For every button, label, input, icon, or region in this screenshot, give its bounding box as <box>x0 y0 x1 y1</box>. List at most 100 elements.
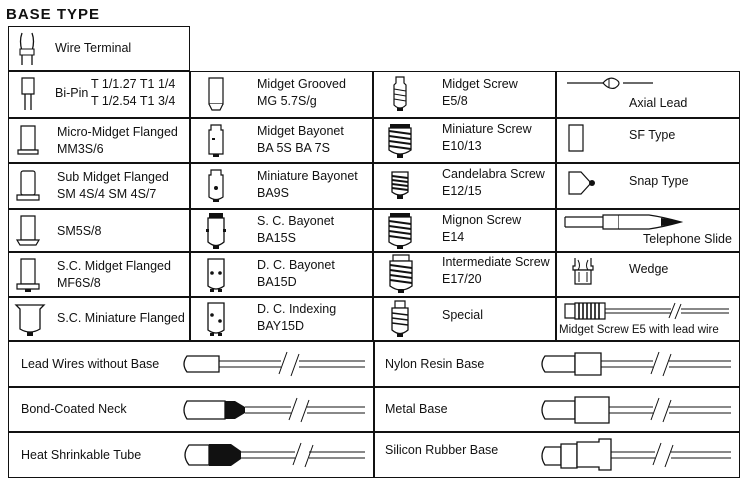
cell-nylon-resin-base: Nylon Resin Base <box>374 341 740 387</box>
label-code: MG 5.7S/g <box>257 94 317 108</box>
label-name: D. C. Bayonet <box>257 258 335 272</box>
cell-bi-pin: Bi-Pin T 1/1.27 T1 1/4 T 1/2.54 T1 3/4 <box>8 71 190 118</box>
cell-micro-midget-flanged: Micro-Midget Flanged MM3S/6 <box>8 118 190 163</box>
label: SF Type <box>629 128 676 142</box>
snap-type-icon <box>567 170 595 200</box>
cell-wire-terminal: Wire Terminal <box>8 26 190 71</box>
cell-special: Special <box>373 297 556 341</box>
label-code: E14 <box>442 230 465 244</box>
cell-sc-midget-flanged: S.C. Midget Flanged MF6S/8 <box>8 252 190 297</box>
intermediate-screw-icon <box>384 254 418 293</box>
label: Wedge <box>629 262 669 276</box>
label-name: Midget Bayonet <box>257 124 344 138</box>
special-base-icon <box>386 300 414 337</box>
cell-candelabra-screw: Candelabra Screw E12/15 <box>373 163 556 209</box>
label-name: D. C. Indexing <box>257 302 337 316</box>
label-code: BA15S <box>257 231 296 245</box>
wire-terminal-icon <box>13 31 43 67</box>
cell-sm5s8: SM5S/8 <box>8 209 190 252</box>
cell-midget-screw: Midget Screw E5/8 <box>373 71 556 118</box>
cell-sc-bayonet: S. C. Bayonet BA15S <box>190 209 373 252</box>
micro-midget-flanged-icon <box>13 123 43 159</box>
lead-wires-without-base-icon <box>181 350 365 380</box>
label: Midget Screw E5 with lead wire <box>559 324 719 336</box>
label-name: Midget Screw <box>442 77 518 91</box>
midget-screw-lead-wire-icon <box>563 301 729 323</box>
label-name: Micro-Midget Flanged <box>57 125 178 139</box>
axial-lead-icon <box>565 74 655 94</box>
cell-midget-bayonet: Midget Bayonet BA 5S BA 7S <box>190 118 373 163</box>
cell-dc-indexing: D. C. Indexing BAY15D <box>190 297 373 341</box>
label-name: Candelabra Screw <box>442 167 545 181</box>
dc-indexing-icon <box>201 300 231 336</box>
midget-grooved-icon <box>203 76 229 114</box>
cell-miniature-bayonet: Miniature Bayonet BA9S <box>190 163 373 209</box>
cell-midget-grooved: Midget Grooved MG 5.7S/g <box>190 71 373 118</box>
cell-intermediate-screw: Intermediate Screw E17/20 <box>373 252 556 297</box>
dc-bayonet-icon <box>201 256 231 292</box>
midget-bayonet-icon <box>203 122 229 157</box>
midget-screw-icon <box>386 75 414 111</box>
candelabra-screw-icon <box>386 170 414 199</box>
label-name: Bi-Pin <box>55 86 89 100</box>
cell-silicon-rubber-base: Silicon Rubber Base <box>374 432 740 478</box>
label-name: Mignon Screw <box>442 213 522 227</box>
cell-sc-miniature-flanged: S.C. Miniature Flanged <box>8 297 190 341</box>
label-name: Miniature Bayonet <box>257 169 358 183</box>
cell-telephone-slide: Telephone Slide <box>556 209 740 252</box>
cell-axial-lead: Axial Lead <box>556 71 740 118</box>
cell-mignon-screw: Mignon Screw E14 <box>373 209 556 252</box>
label-code: BA 5S BA 7S <box>257 141 330 155</box>
sub-midget-flanged-icon <box>13 168 43 204</box>
metal-base-icon <box>535 394 731 426</box>
label: Special <box>442 308 483 322</box>
mignon-screw-icon <box>384 213 416 249</box>
heading: BASE TYPE <box>6 6 101 23</box>
cell-snap-type: Snap Type <box>556 163 740 209</box>
cell-lead-wires-without-base: Lead Wires without Base <box>8 341 374 387</box>
nylon-resin-base-icon <box>535 350 731 380</box>
cell-heat-shrinkable-tube: Heat Shrinkable Tube <box>8 432 374 478</box>
cell-miniature-screw: Miniature Screw E10/13 <box>373 118 556 163</box>
cell-sf-type: SF Type <box>556 118 740 163</box>
sc-miniature-flanged-icon <box>13 301 47 336</box>
bi-pin-base-icon <box>13 76 43 110</box>
label: Wire Terminal <box>55 41 132 55</box>
label-code: BA15D <box>257 275 297 289</box>
sm5s8-base-icon <box>13 213 43 249</box>
label: Nylon Resin Base <box>385 357 485 371</box>
label-name: Miniature Screw <box>442 122 532 136</box>
cell-bond-coated-neck: Bond-Coated Neck <box>8 387 374 432</box>
label-code: SM 4S/4 SM 4S/7 <box>57 187 157 201</box>
wedge-base-icon <box>569 256 597 292</box>
label-code: E12/15 <box>442 184 482 198</box>
label-code: MM3S/6 <box>57 142 104 156</box>
label-name: Sub Midget Flanged <box>57 170 169 184</box>
cell-sub-midget-flanged: Sub Midget Flanged SM 4S/4 SM 4S/7 <box>8 163 190 209</box>
label: Metal Base <box>385 402 448 416</box>
label-code: BA9S <box>257 186 289 200</box>
label: Silicon Rubber Base <box>385 443 499 457</box>
label: SM5S/8 <box>57 224 102 238</box>
telephone-slide-icon <box>563 211 687 235</box>
label-name: S.C. Midget Flanged <box>57 259 171 273</box>
miniature-screw-icon <box>384 124 416 158</box>
label-code-2: T 1/2.54 T1 3/4 <box>91 94 176 108</box>
label-code: E17/20 <box>442 272 482 286</box>
sc-midget-flanged-icon <box>13 257 43 292</box>
label: S.C. Miniature Flanged <box>57 311 185 325</box>
label-code-1: T 1/1.27 T1 1/4 <box>91 77 176 91</box>
sc-bayonet-icon <box>206 213 226 249</box>
cell-midget-screw-e5-lead-wire: Midget Screw E5 with lead wire <box>556 297 740 341</box>
heat-shrinkable-tube-icon <box>181 439 365 471</box>
label-code: BAY15D <box>257 319 305 333</box>
label: Axial Lead <box>629 96 688 110</box>
sf-type-icon <box>567 123 587 155</box>
label-name: Intermediate Screw <box>442 255 550 269</box>
cell-dc-bayonet: D. C. Bayonet BA15D <box>190 252 373 297</box>
bond-coated-neck-icon <box>181 395 365 425</box>
label-code: E5/8 <box>442 94 468 108</box>
label-name: S. C. Bayonet <box>257 214 335 228</box>
label: Snap Type <box>629 174 689 188</box>
label: Lead Wires without Base <box>21 357 160 371</box>
